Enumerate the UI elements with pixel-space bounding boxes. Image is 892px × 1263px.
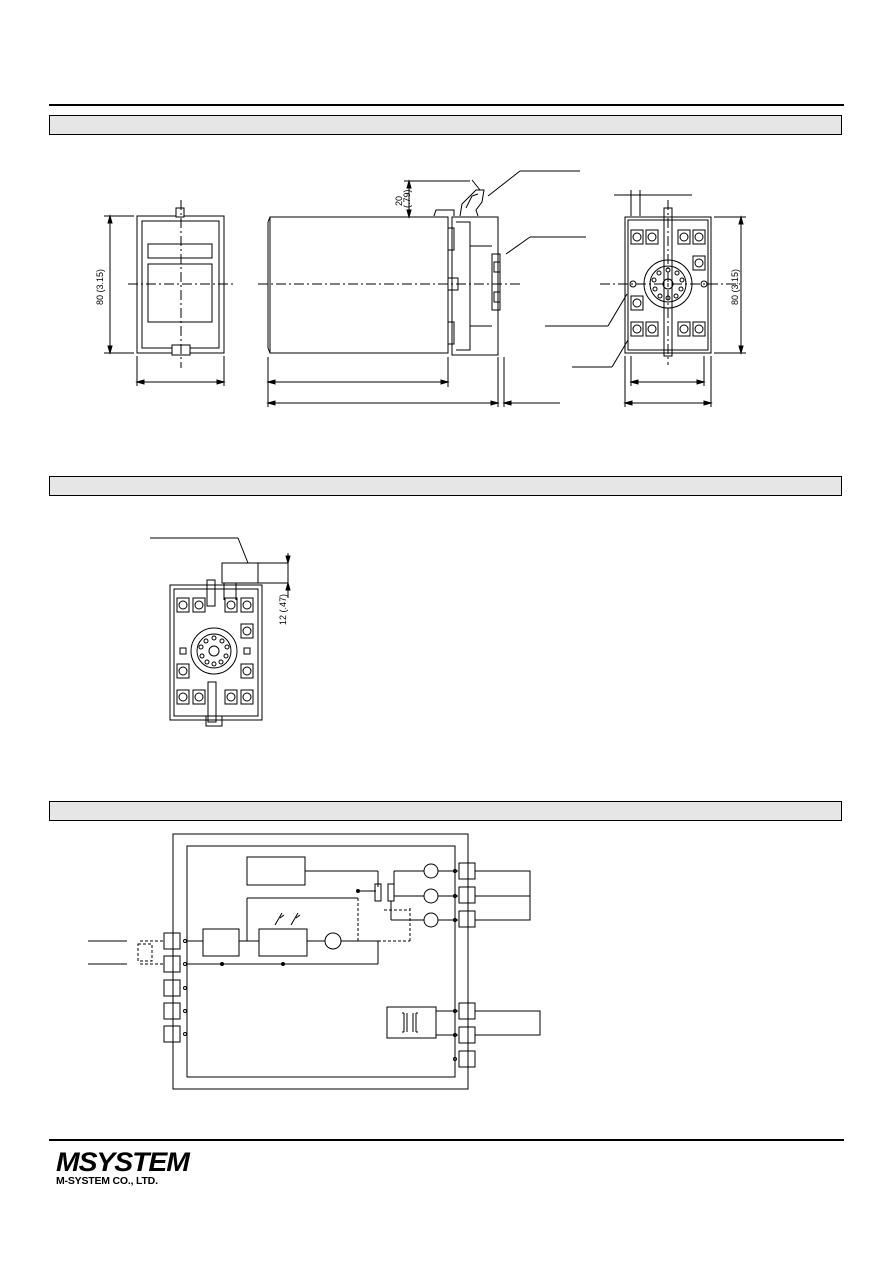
schematic-diagram xyxy=(88,833,541,1090)
lever-clearance-label: 20 xyxy=(394,196,404,206)
side-view xyxy=(258,170,586,407)
footer-rule xyxy=(49,1139,844,1141)
section-bar-mounting xyxy=(49,476,842,496)
section-bar-schematic xyxy=(49,801,842,821)
lever-clearance-inch-label: (.79) xyxy=(402,189,412,208)
company-name: M-SYSTEM CO., LTD. xyxy=(56,1175,158,1187)
company-logo: MSYSTEM M-SYSTEM CO., LTD. xyxy=(56,1149,190,1188)
socket-height-label: 80 (3.15) xyxy=(730,269,740,305)
front-view xyxy=(104,200,236,386)
top-rule xyxy=(49,104,844,106)
wiring-clearance-label: 12 (.47) xyxy=(278,594,288,625)
section-bar-dimensions xyxy=(49,115,842,135)
front-height-label: 80 (3.15) xyxy=(95,269,105,305)
mounting-socket-view xyxy=(150,537,291,727)
brand-mark: MSYSTEM xyxy=(56,1147,190,1177)
socket-view xyxy=(545,190,746,407)
